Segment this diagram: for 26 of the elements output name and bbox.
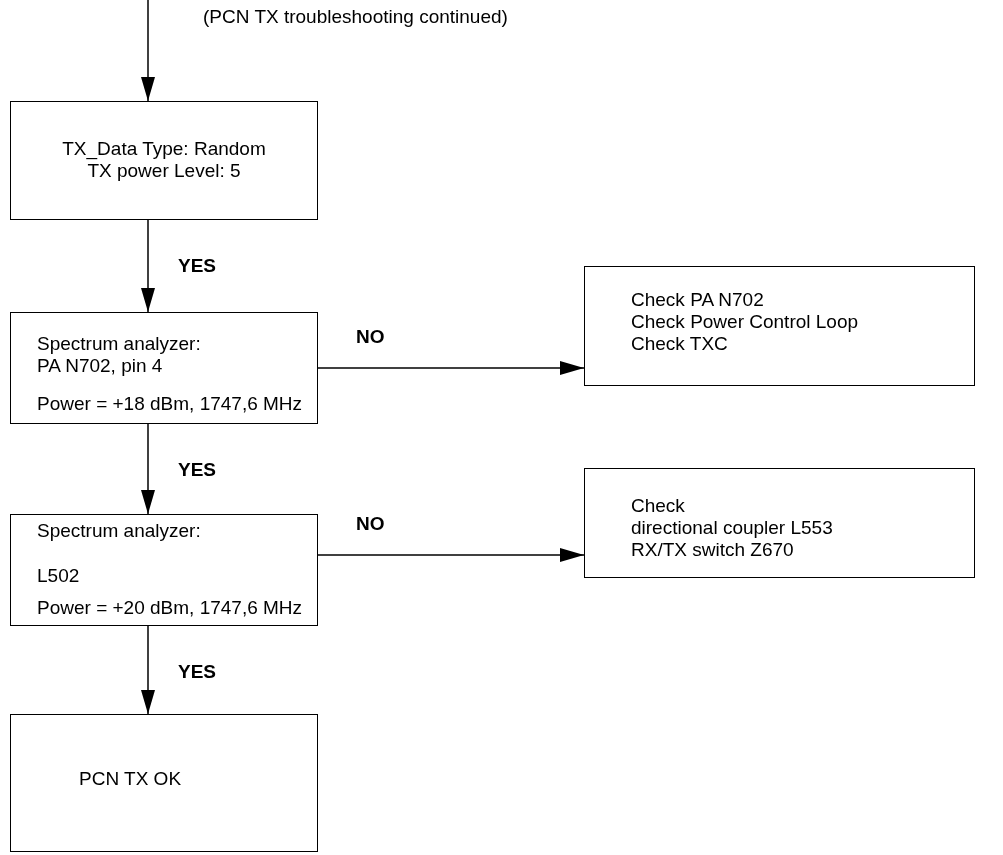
note-text: (PCN TX troubleshooting continued) [203, 6, 508, 28]
arrow [141, 423, 155, 515]
box-text: Check TXC [631, 333, 728, 355]
arrow [141, 0, 155, 102]
process-box [10, 312, 318, 424]
process-box [584, 468, 975, 578]
process-box [584, 266, 975, 386]
box-text: Power = +20 dBm, 1747,6 MHz [37, 597, 303, 619]
box-text: TX_Data Type: Random TX power Level: 5 [61, 138, 267, 182]
box-text: Spectrum analyzer: PA N702, pin 4 [37, 333, 202, 377]
box-text: Check Power Control Loop [631, 311, 859, 333]
arrow [317, 548, 585, 562]
process-box [10, 101, 318, 220]
process-box [10, 514, 318, 626]
box-text: Spectrum analyzer: [37, 520, 201, 542]
box-text: directional coupler L553 [631, 517, 833, 539]
box-text: Power = +18 dBm, 1747,6 MHz [37, 393, 303, 415]
box-text: PCN TX OK [79, 768, 182, 790]
arrow [141, 625, 155, 715]
box-text: Check [631, 495, 685, 517]
arrow [141, 219, 155, 313]
box-text: RX/TX switch Z670 [631, 539, 794, 561]
box-text: L502 [37, 565, 80, 587]
arrow [317, 361, 585, 375]
box-text: Check PA N702 [631, 289, 764, 311]
process-box [10, 714, 318, 852]
